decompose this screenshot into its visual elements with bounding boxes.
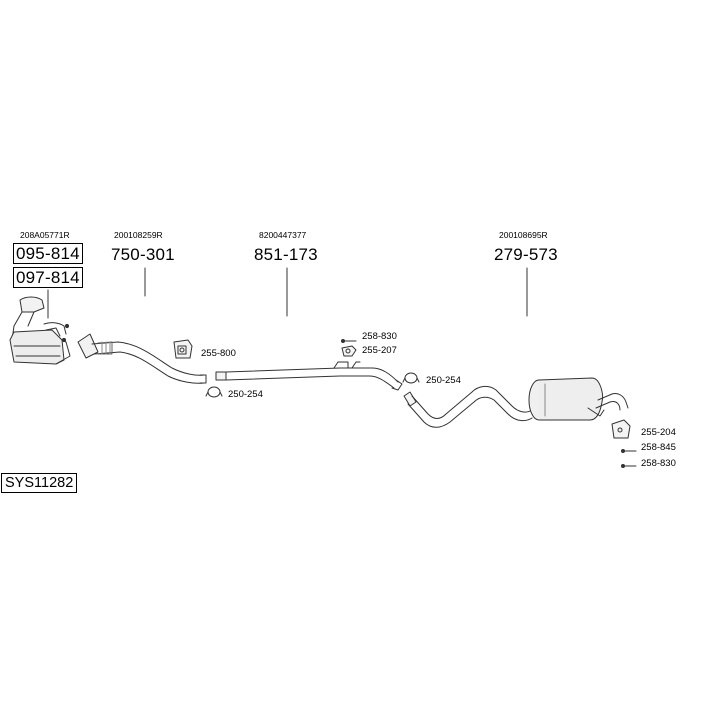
front-pipe-part: [77, 333, 207, 384]
fitting-label-255-204[interactable]: 255-204: [641, 427, 676, 438]
hanger-255-800: [173, 339, 193, 359]
bolt-258-830-bottom: [621, 464, 637, 468]
part-number-851-173[interactable]: 851-173: [254, 245, 318, 264]
part-number-097-814[interactable]: 097-814: [13, 267, 83, 288]
fitting-label-258-845[interactable]: 258-845: [641, 442, 676, 453]
fitting-label-250-254-left[interactable]: 250-254: [228, 389, 263, 400]
oem-number-dpf: 208A05771R: [20, 230, 70, 240]
fitting-label-250-254-right[interactable]: 250-254: [426, 375, 461, 386]
fitting-label-255-800[interactable]: 255-800: [201, 348, 236, 359]
center-pipe-part: [215, 361, 403, 391]
hanger-255-204: [611, 419, 631, 439]
hanger-255-207: [341, 345, 357, 357]
oem-number-rear-silencer: 200108695R: [499, 230, 548, 240]
part-number-279-573[interactable]: 279-573: [494, 245, 558, 264]
oem-number-center-pipe: 8200447377: [259, 230, 307, 240]
part-number-750-301[interactable]: 750-301: [111, 245, 175, 264]
clamp-250-254-right: [402, 372, 420, 384]
dpf-catalyst-part: [9, 296, 71, 365]
clamp-250-254-left: [205, 386, 223, 398]
bolt-258-830-top: [341, 339, 357, 343]
fitting-label-255-207[interactable]: 255-207: [362, 345, 397, 356]
fitting-label-258-830-top[interactable]: 258-830: [362, 331, 397, 342]
rear-silencer-part: [403, 377, 629, 428]
oem-number-front-pipe: 200108259R: [114, 230, 163, 240]
fitting-label-258-830-bottom[interactable]: 258-830: [641, 458, 676, 469]
bolt-258-845: [621, 449, 637, 453]
system-code-label: SYS11282: [1, 473, 78, 493]
part-number-095-814[interactable]: 095-814: [13, 243, 83, 264]
